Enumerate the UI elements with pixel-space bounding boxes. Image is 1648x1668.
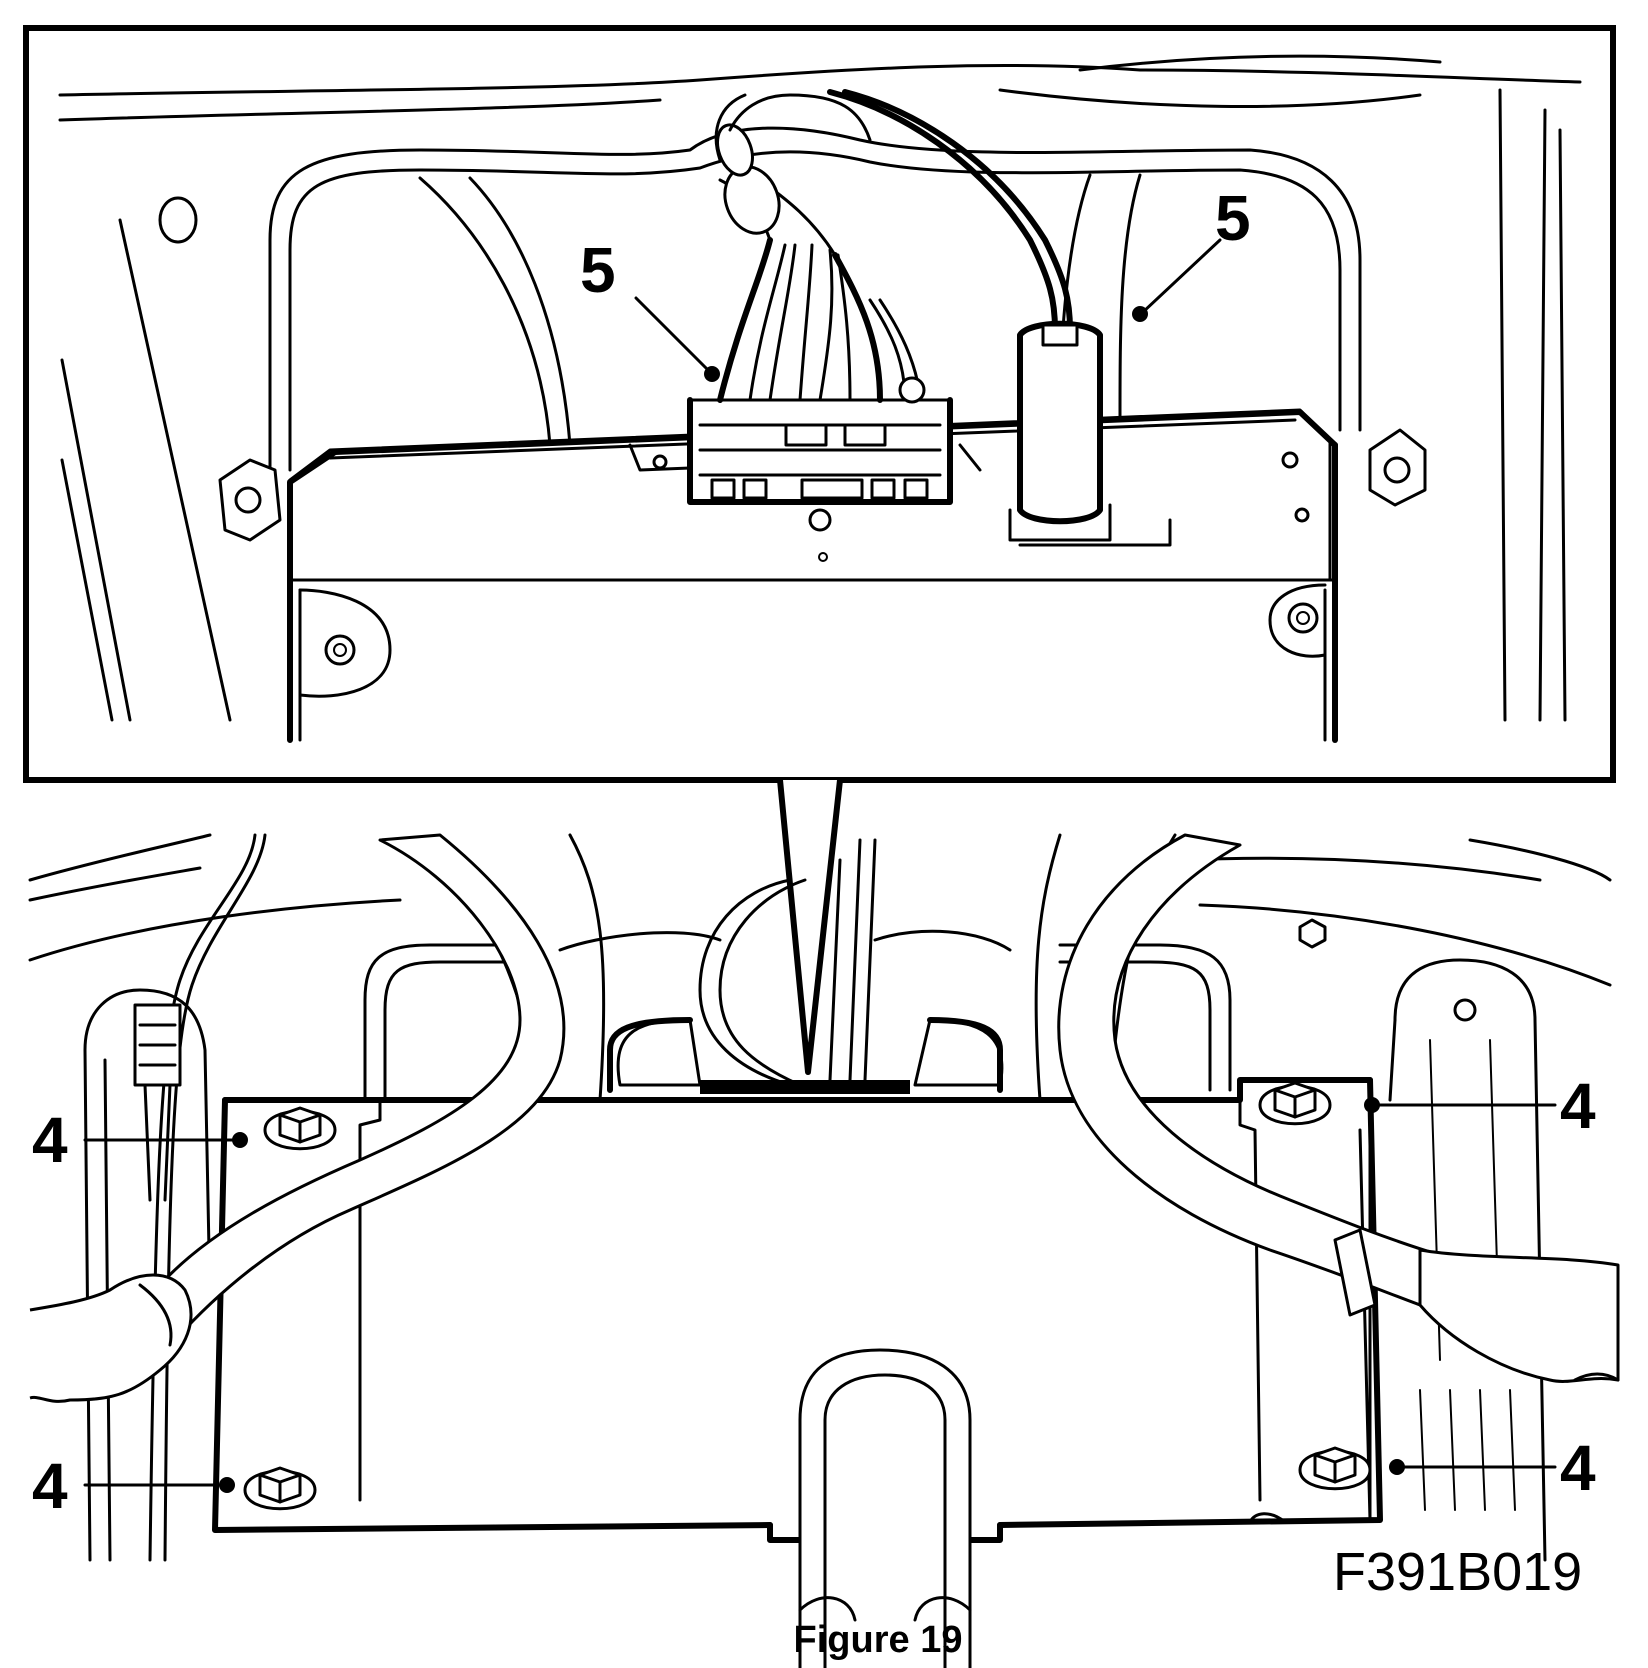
callout-5-connector: 5 [580,234,616,306]
callout-5-connector-right: 5 [1215,182,1251,254]
callout-4-top-right: 4 [1560,1070,1596,1142]
figure-caption: Figure 19 [794,1619,963,1661]
callout-4-bottom-right: 4 [1560,1432,1596,1504]
bolt-top-left [263,1106,337,1151]
detail-inset [23,25,1616,783]
detail-pointer [777,779,843,1075]
bolt-top-right [1258,1081,1332,1126]
bolt-bottom-left [243,1466,317,1511]
callout-4-top-left: 4 [32,1104,68,1176]
callout-4-bottom-left: 4 [32,1450,68,1522]
bolt-bottom-right [1298,1446,1372,1491]
main-view [28,833,1620,1668]
figure-reference-code: F391B019 [1333,1542,1582,1602]
